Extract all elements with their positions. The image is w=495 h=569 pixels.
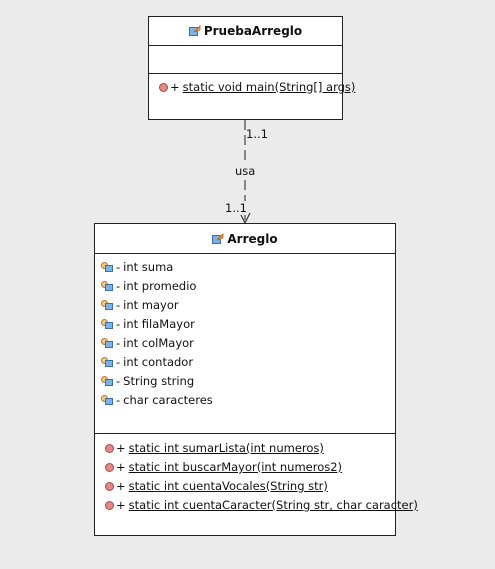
method-icon xyxy=(105,443,114,453)
operation-row[interactable]: + static void main(String[] args) xyxy=(149,78,355,96)
field-icon xyxy=(101,376,114,386)
field-icon xyxy=(101,262,114,272)
operations-section: + static void main(String[] args) xyxy=(149,74,355,119)
attribute-text: int contador xyxy=(123,355,194,369)
attribute-text: char caracteres xyxy=(123,393,213,407)
operation-row[interactable]: +static int buscarMayor(int numeros2) xyxy=(95,458,342,476)
operation-signature: static int sumarLista(int numeros) xyxy=(128,441,324,455)
visibility-marker: + xyxy=(170,80,180,94)
class-header: PruebaArreglo xyxy=(149,17,342,46)
attribute-row[interactable]: -int filaMayor xyxy=(95,315,195,333)
visibility-marker: + xyxy=(116,441,126,455)
attribute-row[interactable]: -int contador xyxy=(95,353,193,371)
visibility-marker: - xyxy=(116,317,121,331)
attributes-section: -int suma -int promedio -int mayor -int … xyxy=(95,254,395,434)
operation-row[interactable]: +static int cuentaVocales(String str) xyxy=(95,477,328,495)
visibility-marker: - xyxy=(116,298,121,312)
field-icon xyxy=(101,300,114,310)
operation-signature: static int buscarMayor(int numeros2) xyxy=(128,460,343,474)
class-box-arreglo[interactable]: Arreglo -int suma -int promedio -int may… xyxy=(94,223,418,536)
class-icon xyxy=(188,25,201,37)
field-icon xyxy=(101,357,114,367)
operation-signature: static void main(String[] args) xyxy=(182,80,356,94)
class-name: PruebaArreglo xyxy=(203,24,303,38)
visibility-marker: + xyxy=(116,498,126,512)
visibility-marker: - xyxy=(116,393,121,407)
method-icon xyxy=(159,82,168,92)
field-icon xyxy=(101,395,114,405)
field-icon xyxy=(101,338,114,348)
operation-row[interactable]: +static int cuentaCaracter(String str, c… xyxy=(95,496,418,514)
attributes-section xyxy=(149,46,342,74)
attribute-row[interactable]: -int suma xyxy=(95,258,173,276)
attribute-text: int colMayor xyxy=(123,336,194,350)
attribute-text: int promedio xyxy=(123,279,197,293)
attribute-row[interactable]: -String string xyxy=(95,372,194,390)
class-header: Arreglo xyxy=(95,224,395,254)
method-icon xyxy=(105,462,114,472)
attribute-row[interactable]: -int mayor xyxy=(95,296,179,314)
visibility-marker: - xyxy=(116,336,121,350)
operations-section: +static int sumarLista(int numeros) +sta… xyxy=(95,434,418,535)
visibility-marker: - xyxy=(116,374,121,388)
field-icon xyxy=(101,319,114,329)
method-icon xyxy=(105,500,114,510)
class-name: Arreglo xyxy=(227,231,278,246)
visibility-marker: - xyxy=(116,260,121,274)
attribute-row[interactable]: -int promedio xyxy=(95,277,196,295)
target-multiplicity: 1..1 xyxy=(225,201,247,215)
attribute-text: int filaMayor xyxy=(123,317,195,331)
class-icon xyxy=(212,232,224,245)
visibility-marker: - xyxy=(116,279,121,293)
method-icon xyxy=(105,481,114,491)
visibility-marker: + xyxy=(116,479,126,493)
operation-row[interactable]: +static int sumarLista(int numeros) xyxy=(95,439,324,457)
attribute-row[interactable]: -char caracteres xyxy=(95,391,213,409)
field-icon xyxy=(101,281,114,291)
source-multiplicity: 1..1 xyxy=(246,127,268,141)
visibility-marker: - xyxy=(116,355,121,369)
attribute-text: String string xyxy=(123,374,195,388)
attribute-text: int mayor xyxy=(123,298,179,312)
association-label: usa xyxy=(235,164,256,178)
class-box-pruebaarreglo[interactable]: PruebaArreglo + static void main(String[… xyxy=(148,16,355,120)
attribute-row[interactable]: -int colMayor xyxy=(95,334,194,352)
visibility-marker: + xyxy=(116,460,126,474)
operation-signature: static int cuentaCaracter(String str, ch… xyxy=(128,498,418,512)
operation-signature: static int cuentaVocales(String str) xyxy=(128,479,328,493)
attribute-text: int suma xyxy=(123,260,174,274)
